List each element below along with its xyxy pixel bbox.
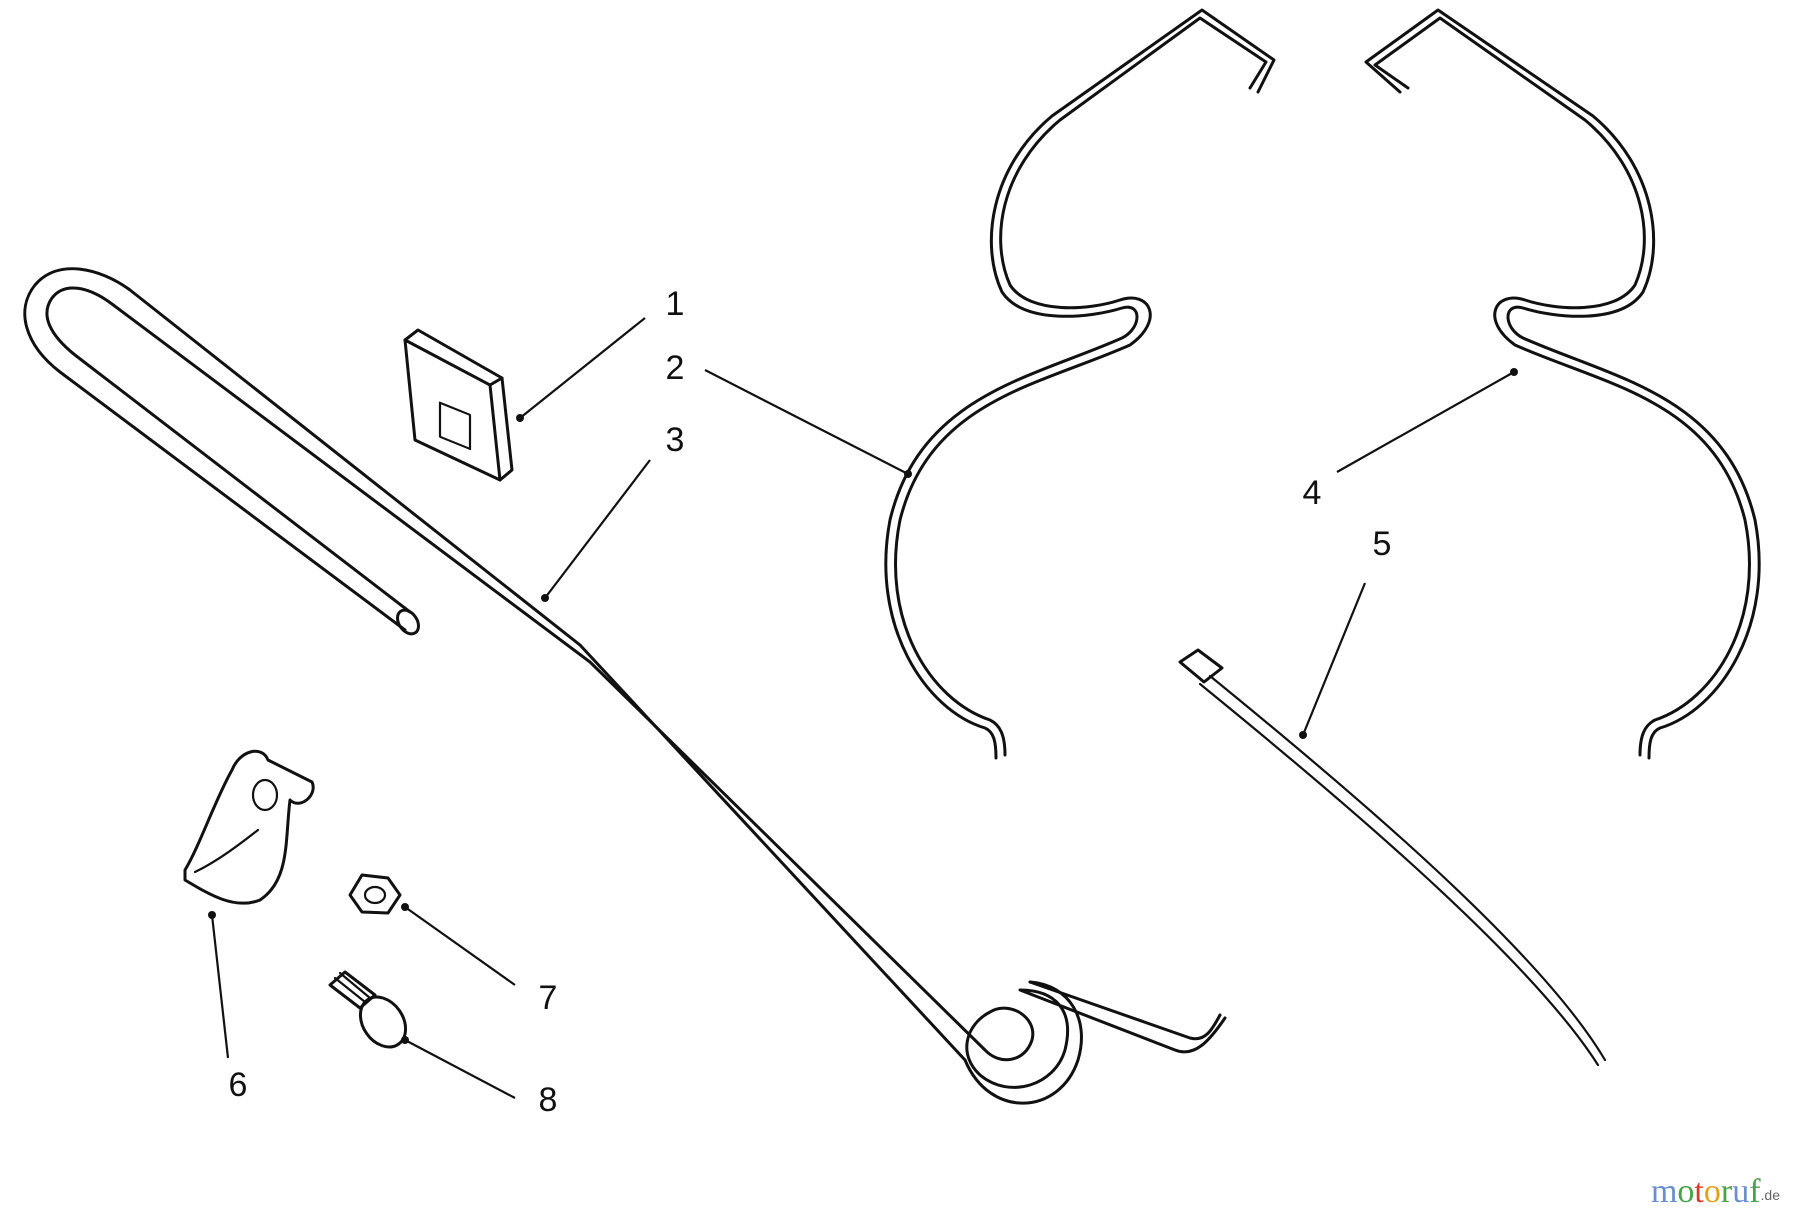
leader-2: [704, 369, 909, 475]
watermark-letter: u: [1732, 1173, 1749, 1210]
part-4-wire-frame: [1364, 8, 1761, 760]
leader-7: [404, 906, 516, 986]
part-8-bolt: [328, 970, 408, 1049]
watermark-letter: t: [1694, 1173, 1704, 1210]
leader-3: [544, 459, 651, 599]
part-3-rod: [23, 267, 1227, 1105]
watermark-letter: f: [1749, 1173, 1761, 1210]
leader-8: [404, 1039, 516, 1099]
callout-2: 2: [666, 349, 685, 387]
callout-3: 3: [666, 421, 685, 459]
callout-7: 7: [539, 979, 558, 1017]
watermark-suffix: .de: [1761, 1187, 1781, 1203]
watermark-letter: o: [1704, 1173, 1721, 1210]
leader-5: [1301, 582, 1367, 736]
callout-6: 6: [229, 1066, 248, 1104]
watermark-letter: r: [1721, 1173, 1733, 1210]
leader-4: [1336, 371, 1515, 473]
part-5-cable-tie: [1178, 648, 1607, 1067]
part-7-nut: [348, 873, 402, 915]
callout-8: 8: [539, 1081, 558, 1119]
part-6-bracket: [183, 749, 315, 905]
callout-5: 5: [1373, 525, 1392, 563]
watermark-logo: motoruf.de: [1651, 1173, 1780, 1210]
leader-6: [210, 914, 230, 1059]
watermark-letter: m: [1651, 1173, 1677, 1210]
callout-4: 4: [1303, 474, 1322, 512]
callout-1: 1: [666, 285, 685, 323]
part-1-clip: [403, 328, 514, 482]
part-2-wire-frame: [884, 8, 1276, 760]
svg-text:motoruf.de: motoruf.de: [1651, 1173, 1780, 1210]
leader-1: [519, 317, 646, 419]
leader-lines: [208, 317, 1518, 1099]
watermark-letter: o: [1677, 1173, 1694, 1210]
callout-labels: 1 2 3 4 5 6 7 8: [229, 285, 1392, 1119]
